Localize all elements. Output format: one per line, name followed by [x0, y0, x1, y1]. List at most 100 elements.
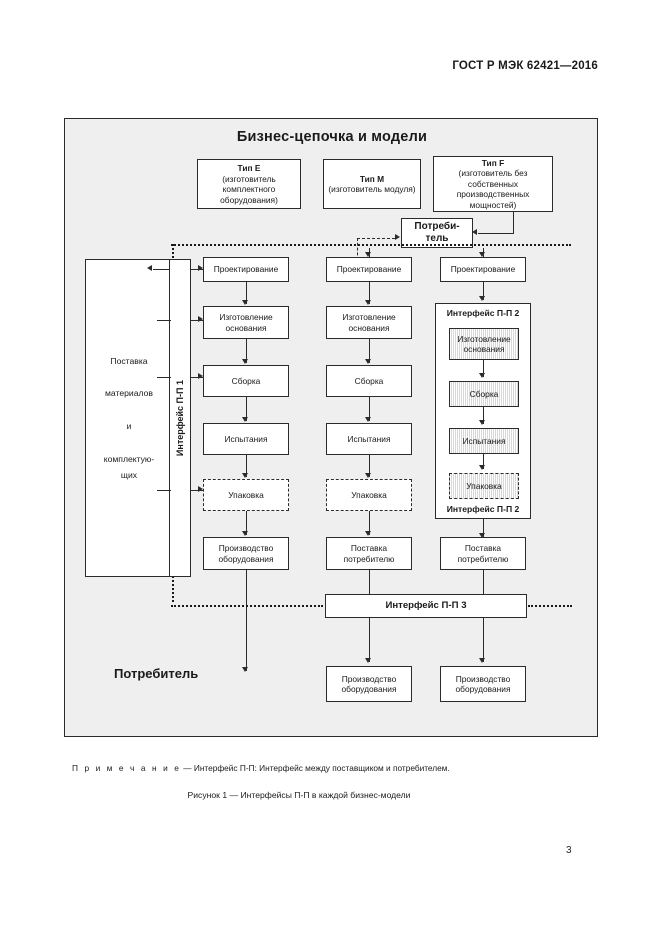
interface-2-label-top: Интерфейс П-П 2	[446, 307, 520, 318]
col-e-testing-label: Испытания	[224, 433, 268, 444]
col-m-base: Изготовление основания	[326, 306, 412, 339]
col-e-line-6	[246, 570, 247, 671]
col-f-inner-arrow-1	[479, 373, 486, 378]
col-f-delivery-label: Поставка потребителю	[457, 543, 509, 564]
arrow-supply-in-1	[147, 265, 152, 272]
col-f-arrow-2	[479, 533, 486, 538]
col-f-inner-packaging-label: Упаковка	[466, 480, 502, 491]
dotted-boundary-bottom-right	[528, 605, 572, 607]
if3-line-left	[369, 618, 370, 662]
figure-title: Бизнес-цепочка и модели	[236, 129, 428, 145]
col-m-testing-label: Испытания	[347, 433, 391, 444]
type-box-f: Тип F (изготовитель без собственных прои…	[433, 156, 553, 212]
col-m-arrow-4	[365, 473, 372, 478]
figure-caption: Рисунок 1 — Интерфейсы П-П в каждой бизн…	[187, 790, 411, 800]
col-f-inner-testing-label: Испытания	[462, 435, 506, 446]
figure-panel: Бизнес-цепочка и модели Тип E (изготовит…	[64, 118, 598, 737]
figure-note: П р и м е ч а н и е — Интерфейс П-П: Инт…	[72, 763, 592, 773]
type-e-subtitle: (изготовитель комплектного оборудования)	[220, 173, 278, 205]
type-f-title: Тип F	[481, 157, 505, 168]
interface-2-container: Интерфейс П-П 2 Интерфейс П-П 2 Изготовл…	[435, 303, 531, 519]
col-m-packaging-label: Упаковка	[351, 489, 387, 500]
col-e-production-label: Производство оборудования	[218, 543, 274, 564]
col-m-line-2	[369, 339, 370, 363]
col-m-line-1	[369, 282, 370, 304]
col-m-arrow-3	[365, 417, 372, 422]
arrow-if1-assembly	[198, 373, 203, 380]
col-e-line-5	[246, 511, 247, 535]
col-f-inner-assembly-label: Сборка	[469, 388, 499, 399]
supply-box: Поставка материалов и комплектую- щих	[85, 259, 173, 577]
document-header: ГОСТ Р МЭК 62421—2016	[452, 60, 598, 72]
col-m-line-4	[369, 455, 370, 477]
dotted-boundary-top	[171, 244, 571, 246]
interface-1-label: Интерфейс П-П 1	[175, 379, 185, 457]
interface-1-bar: Интерфейс П-П 1	[169, 259, 191, 577]
col-e-assembly-label: Сборка	[231, 375, 261, 386]
col-e-base: Изготовление основания	[203, 306, 289, 339]
col-e-arrow-1	[242, 300, 249, 305]
arrow-into-consumer-left	[395, 234, 400, 241]
col-e-arrow-4	[242, 473, 249, 478]
col-m-line-3	[369, 397, 370, 421]
interface-3-bar: Интерфейс П-П 3	[325, 594, 527, 618]
col-m-delivery-label: Поставка потребителю	[343, 543, 395, 564]
col-m-delivery: Поставка потребителю	[326, 537, 412, 570]
col-e-packaging: Упаковка	[203, 479, 289, 511]
col-f-inner-line-1	[483, 360, 484, 377]
col-m-packaging: Упаковка	[326, 479, 412, 511]
col-e-arrow-3	[242, 417, 249, 422]
col-m-assembly-label: Сборка	[354, 375, 384, 386]
col-f-line-2	[483, 519, 484, 537]
col-f-design: Проектирование	[440, 257, 526, 282]
col-f-arrow-0	[479, 252, 486, 257]
type-box-m: Тип M (изготовитель модуля)	[323, 159, 421, 209]
col-f-inner-line-2	[483, 407, 484, 424]
col-e-design: Проектирование	[203, 257, 289, 282]
col-m-arrow-5	[365, 531, 372, 536]
col-e-base-label: Изготовление основания	[219, 312, 273, 333]
arrow-if1-packaging	[198, 486, 203, 493]
col-e-packaging-label: Упаковка	[228, 489, 264, 500]
col-m-design-label: Проектирование	[336, 264, 402, 275]
col-e-production: Производство оборудования	[203, 537, 289, 570]
col-e-design-label: Проектирование	[213, 264, 279, 275]
connector-if1-design	[190, 269, 204, 270]
col-m-assembly: Сборка	[326, 365, 412, 397]
type-m-title: Тип M	[359, 173, 385, 184]
col-f-inner-base-label: Изготовление основания	[457, 333, 511, 355]
arrow-if1-design	[198, 265, 203, 272]
col-e-arrow-2	[242, 359, 249, 364]
bottom-production-1-label: Производство оборудования	[341, 673, 397, 695]
dashed-line-down-col-e	[357, 238, 358, 265]
col-m-design: Проектирование	[326, 257, 412, 282]
consumer-zone-label: Потребитель	[114, 666, 199, 681]
col-f-inner-packaging: Упаковка	[449, 473, 519, 499]
consumer-box-label: Потреби- тель	[414, 220, 460, 245]
note-text: — Интерфейс П-П: Интерфейс между поставщ…	[180, 763, 450, 773]
supply-box-label: Поставка материалов и комплектую- щих	[103, 355, 155, 480]
col-m-testing: Испытания	[326, 423, 412, 455]
col-f-inner-arrow-2	[479, 420, 486, 425]
col-f-inner-arrow-3	[479, 465, 486, 470]
type-box-e: Тип E (изготовитель комплектного оборудо…	[197, 159, 301, 209]
col-e-line-4	[246, 455, 247, 477]
col-f-inner-assembly: Сборка	[449, 381, 519, 407]
col-m-base-label: Изготовление основания	[342, 312, 396, 333]
connector-if1-packaging	[190, 490, 204, 491]
connector-supply-4	[157, 490, 171, 491]
col-m-line-6	[369, 570, 370, 594]
col-f-delivery: Поставка потребителю	[440, 537, 526, 570]
dashed-line-to-consumer	[357, 238, 395, 239]
bottom-production-1: Производство оборудования	[326, 666, 412, 702]
col-f-line-3	[483, 570, 484, 594]
col-m-arrow-2	[365, 359, 372, 364]
page-number: 3	[566, 845, 572, 856]
col-m-arrow-0	[365, 252, 372, 257]
connector-supply-2	[157, 320, 171, 321]
interface-2-label-bottom: Интерфейс П-П 2	[446, 503, 520, 514]
connector-supply-3	[157, 377, 171, 378]
connector-supply-1	[153, 269, 170, 270]
arrow-into-consumer-right	[472, 229, 477, 236]
